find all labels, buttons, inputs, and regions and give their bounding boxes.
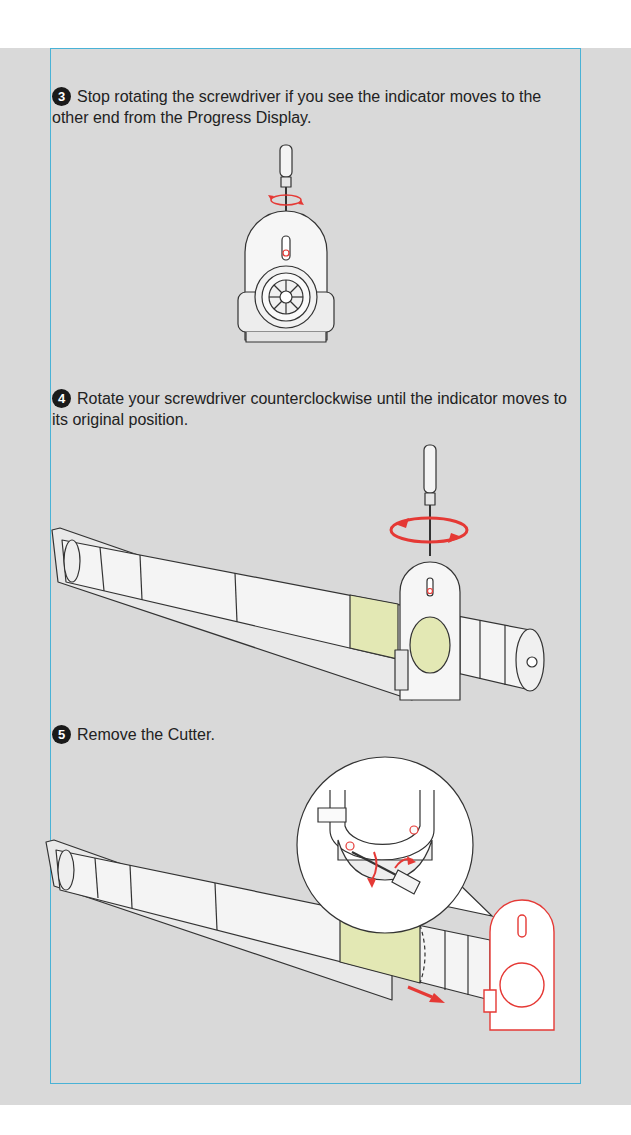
cutter (484, 900, 554, 1030)
step-text: Rotate your screwdriver counterclockwise… (52, 390, 567, 428)
step-text: Stop rotating the screwdriver if you see… (52, 88, 541, 126)
device-front-view (238, 145, 334, 342)
detail-callout (297, 757, 492, 933)
counterclockwise-arrow (391, 518, 467, 543)
step-number: 4 (52, 389, 71, 408)
rotate-arrow (268, 195, 304, 205)
step-instruction: 5 Remove the Cutter. (52, 724, 578, 745)
pull-arrow (408, 987, 445, 1003)
step-number: 3 (52, 87, 71, 106)
step-instruction: 4Rotate your screwdriver counterclockwis… (52, 388, 578, 430)
step-text: Remove the Cutter. (77, 726, 215, 743)
step-number: 5 (52, 725, 71, 744)
step-instruction: 3Stop rotating the screwdriver if you se… (52, 86, 578, 128)
tube-assembly (52, 445, 544, 700)
